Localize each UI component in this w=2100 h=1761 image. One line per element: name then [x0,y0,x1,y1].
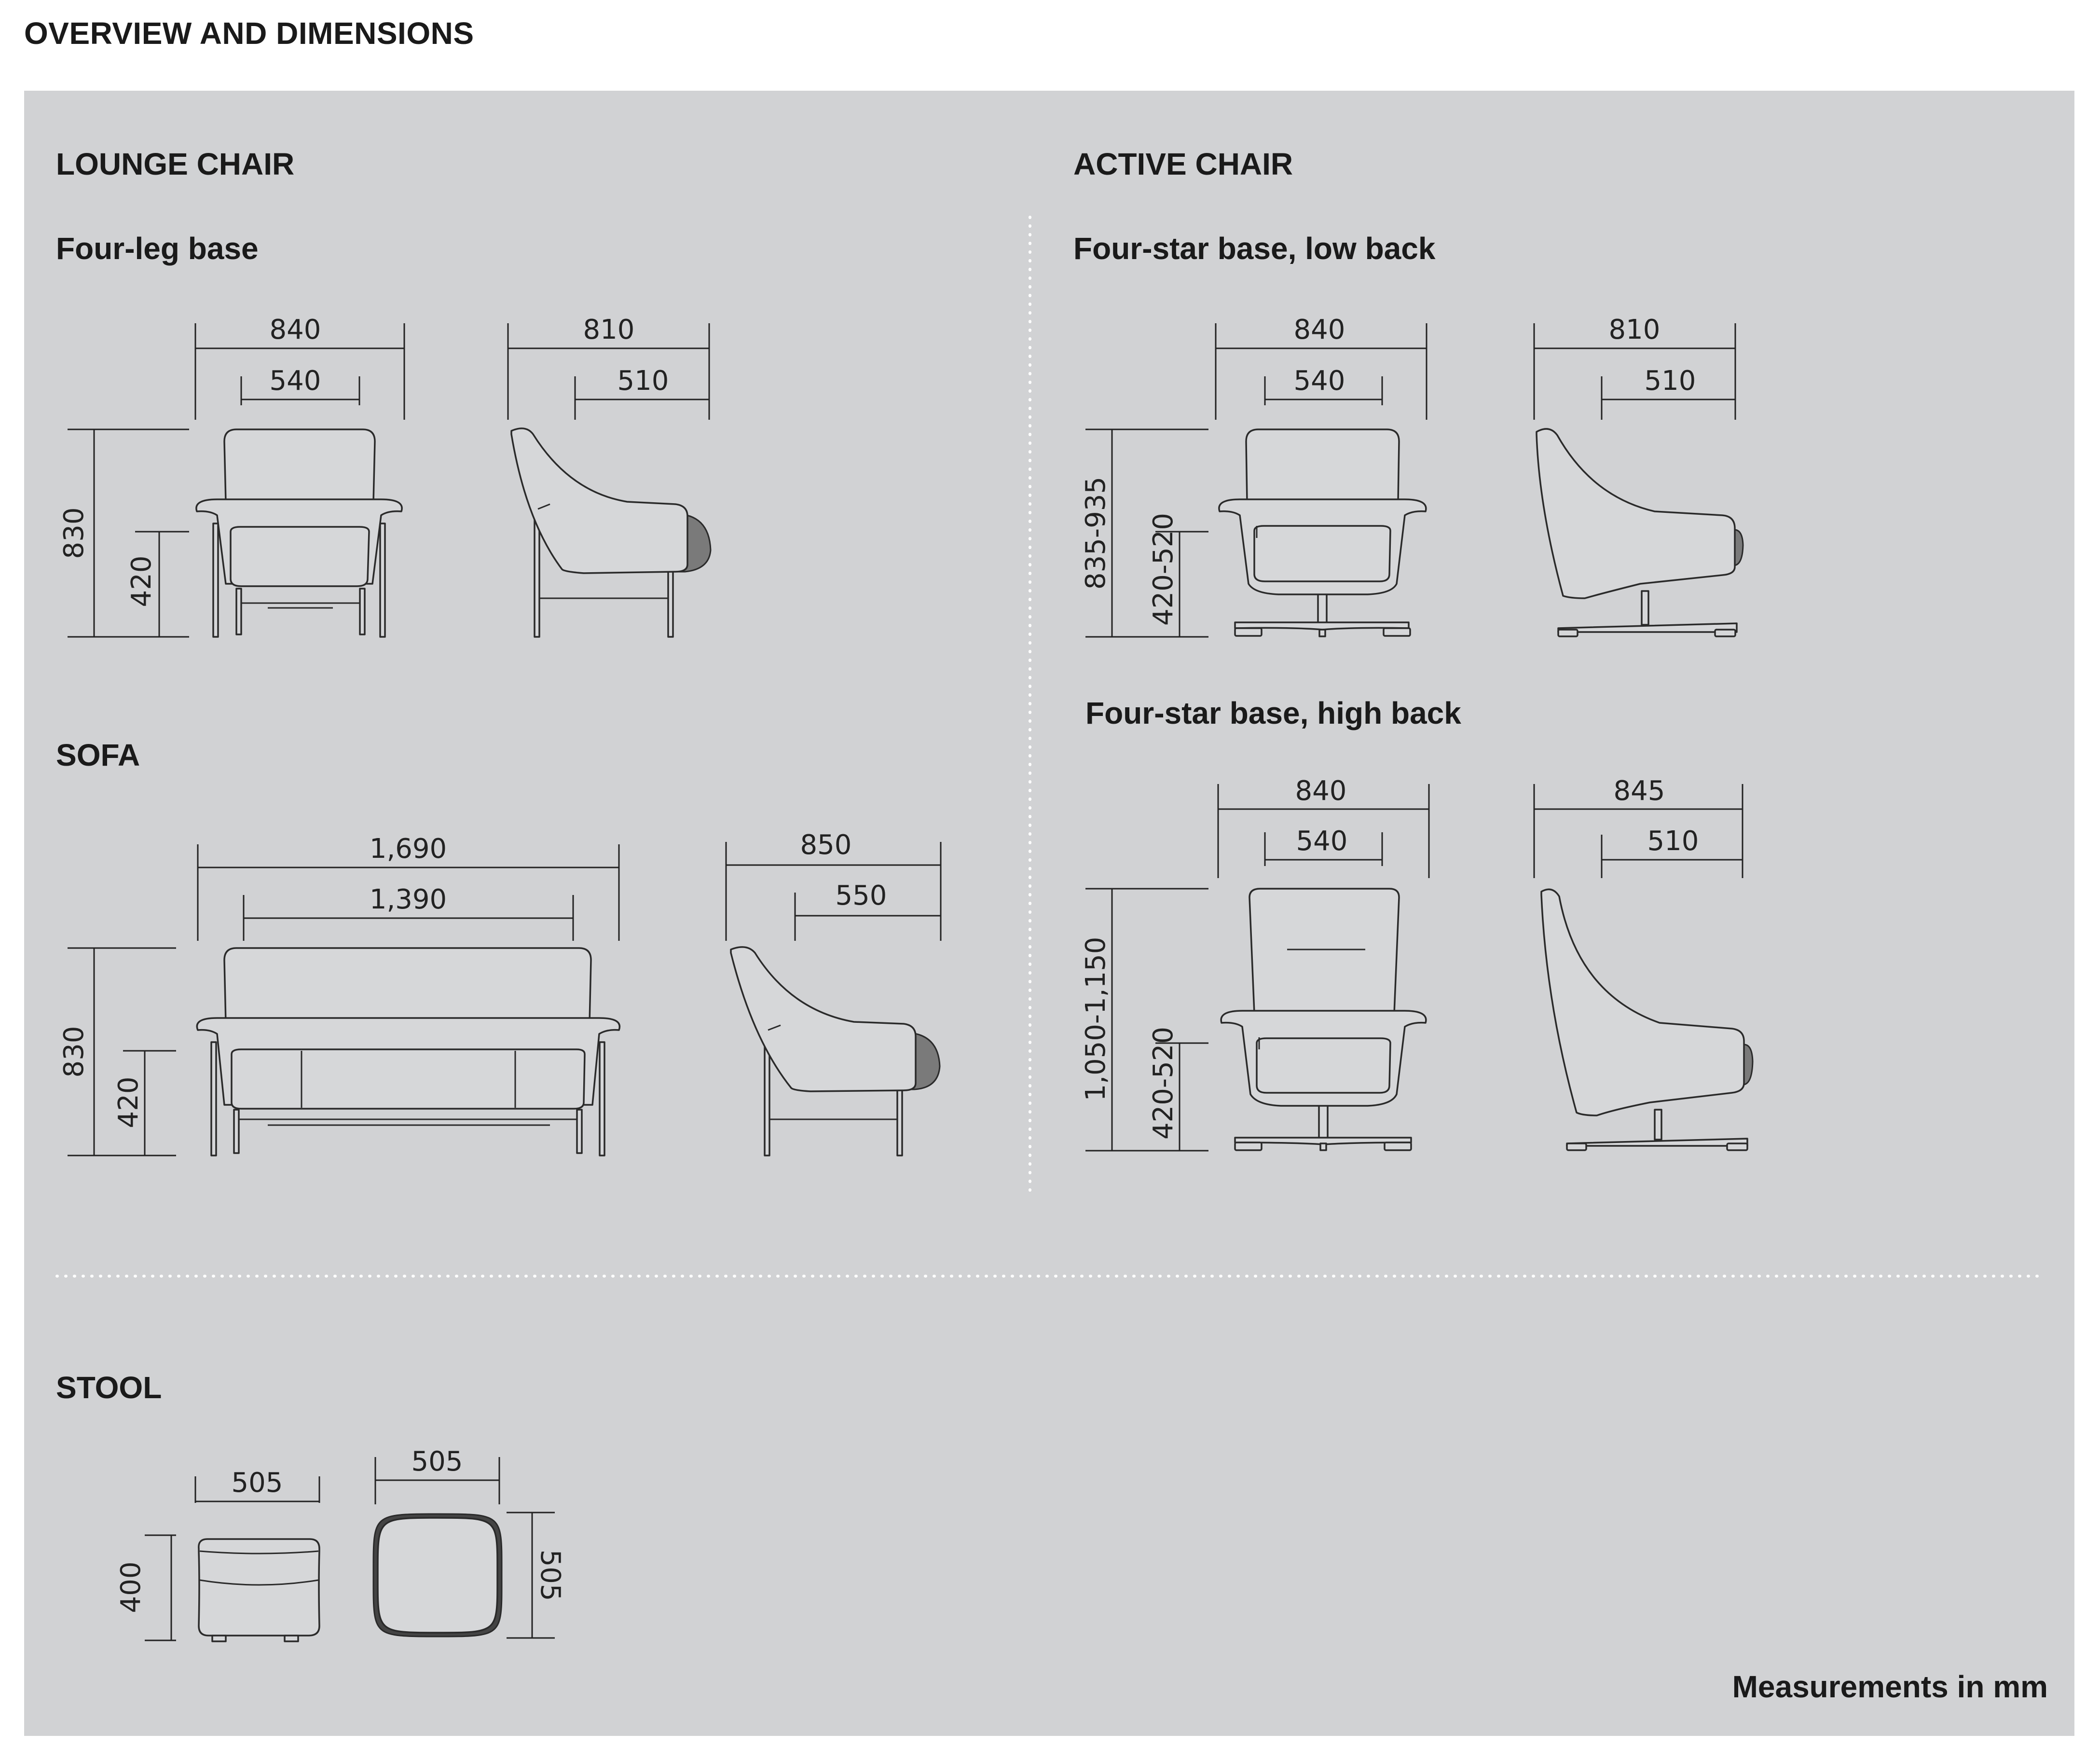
lounge-seat-depth: 510 [618,365,669,397]
measurements-note: Measurements in mm [1732,1669,2048,1704]
stool-top-dimensions: 505 505 [374,1446,566,1639]
active-high-overall-depth: 845 [1614,775,1665,807]
sofa-overall-depth: 850 [800,829,852,861]
stool-title: STOOL [56,1370,162,1405]
lounge-overall-width: 840 [270,314,321,345]
dimensions-panel [24,91,2074,1736]
active-chair-title: ACTIVE CHAIR [1073,147,1293,181]
stool-front-drawing [198,1538,320,1642]
sofa-seat-height: 420 [113,1077,144,1128]
lounge-side-dimensions: 810 510 [507,314,710,420]
active-high-front-dimensions: 840 540 1,050-1,150 420-520 [1080,775,1430,1152]
stool-top-drawing [372,1513,503,1637]
sofa-side-dimensions: 850 550 [725,829,942,941]
active-low-back-side-drawing [1536,428,1744,637]
lounge-seat-width: 540 [270,365,321,397]
active-low-overall-depth: 810 [1609,314,1661,345]
sofa-title: SOFA [56,738,140,772]
active-low-seat-height: 420-520 [1148,513,1179,626]
active-low-front-dimensions: 840 540 835-935 420-520 [1080,314,1427,638]
sofa-overall-width: 1,690 [370,833,447,865]
active-low-side-dimensions: 810 510 [1533,314,1736,420]
lounge-chair-variant: Four-leg base [56,231,259,266]
stool-front-height: 400 [115,1562,147,1613]
sofa-seat-depth: 550 [836,880,887,911]
lounge-chair-side-drawing [510,427,712,638]
stool-front-dimensions: 505 400 [115,1467,320,1641]
stool-top-depth: 505 [535,1550,566,1601]
sofa-seat-width: 1,390 [370,884,447,915]
sofa-front-drawing [196,947,621,1156]
active-high-overall-height: 1,050-1,150 [1080,937,1112,1101]
lounge-overall-height: 830 [58,508,90,559]
sofa-overall-height: 830 [58,1026,90,1078]
lounge-seat-height: 420 [126,556,157,607]
active-high-seat-depth: 510 [1647,825,1699,857]
active-low-back-variant: Four-star base, low back [1073,231,1436,266]
stool-front-width: 505 [232,1467,283,1499]
active-high-back-variant: Four-star base, high back [1085,696,1461,730]
lounge-chair-front-drawing [195,428,403,638]
sofa-front-dimensions: 1,690 1,390 830 420 [58,833,620,1156]
page-title: OVERVIEW AND DIMENSIONS [24,16,474,51]
active-low-seat-width: 540 [1294,365,1345,397]
active-high-seat-width: 540 [1296,825,1348,857]
lounge-front-dimensions: 840 540 830 420 [58,314,405,638]
active-high-back-side-drawing [1540,888,1754,1151]
lounge-chair-title: LOUNGE CHAIR [56,147,294,181]
lounge-overall-depth: 810 [583,314,635,345]
active-high-overall-width: 840 [1295,775,1347,807]
active-low-overall-height: 835-935 [1080,477,1112,590]
active-high-side-dimensions: 845 510 [1533,775,1743,878]
stool-top-width: 505 [412,1446,463,1477]
active-high-back-front-drawing [1220,888,1427,1151]
active-low-back-front-drawing [1218,428,1427,637]
active-high-seat-height: 420-520 [1148,1027,1179,1140]
active-low-seat-depth: 510 [1645,365,1696,397]
sofa-side-drawing [730,946,941,1156]
active-low-overall-width: 840 [1294,314,1345,345]
